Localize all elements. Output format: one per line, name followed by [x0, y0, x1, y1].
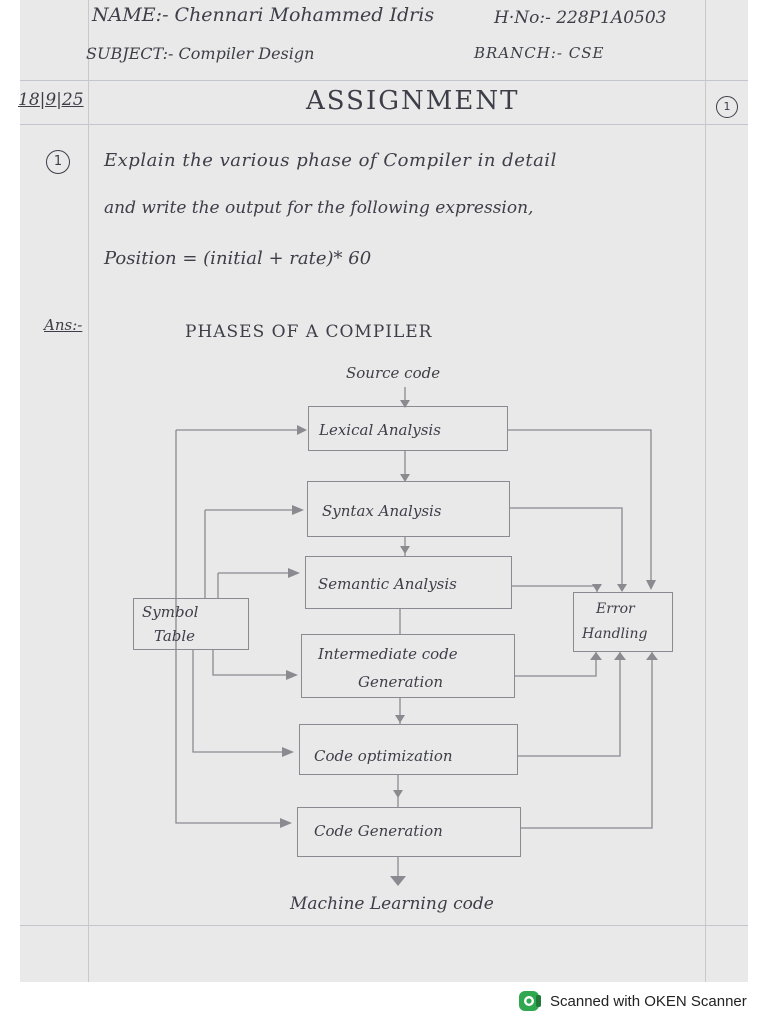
- question-line-1: Explain the various phase of Compiler in…: [104, 150, 557, 171]
- error-handling-label-1: Error: [596, 601, 635, 617]
- phase-box-generation: Code Generation: [297, 807, 521, 857]
- margin-line: [88, 0, 89, 982]
- phase-label-syntax: Syntax Analysis: [322, 502, 442, 520]
- phase-box-lexical: Lexical Analysis: [308, 406, 508, 451]
- scanner-label: Scanned with OKEN Scanner: [550, 992, 747, 1010]
- student-name: NAME:- Chennari Mohammed Idris: [92, 4, 435, 26]
- phase-box-intermediate: Intermediate code Generation: [301, 634, 515, 698]
- source-code-label: Source code: [346, 364, 441, 382]
- scanner-watermark: Scanned with OKEN Scanner: [518, 990, 747, 1012]
- phase-label-intermediate-1: Intermediate code: [318, 645, 458, 663]
- phase-label-optimization: Code optimization: [314, 747, 453, 765]
- hall-ticket-number: H·No:- 228P1A0503: [494, 8, 667, 28]
- error-handling-label-2: Handling: [582, 626, 648, 642]
- error-handling-box: Error Handling: [573, 592, 673, 652]
- subject: SUBJECT:- Compiler Design: [86, 44, 315, 63]
- diagram-title: PHASES OF A COMPILER: [185, 322, 433, 342]
- phase-label-generation: Code Generation: [314, 822, 443, 840]
- symbol-table-label-1: Symbol: [142, 603, 199, 621]
- phase-label-semantic: Semantic Analysis: [318, 575, 457, 593]
- symbol-table-box: Symbol Table: [133, 598, 249, 650]
- phase-label-lexical: Lexical Analysis: [319, 421, 441, 439]
- question-expression: Position = (initial + rate)* 60: [104, 248, 372, 269]
- margin-line: [705, 0, 706, 982]
- question-line-2: and write the output for the following e…: [104, 198, 534, 218]
- oken-scanner-logo-icon: [518, 990, 542, 1012]
- output-label: Machine Learning code: [290, 894, 494, 914]
- phase-box-optimization: Code optimization: [299, 724, 518, 775]
- ruled-line: [20, 925, 748, 926]
- phase-box-syntax: Syntax Analysis: [307, 481, 510, 537]
- phase-label-intermediate-2: Generation: [358, 673, 444, 691]
- page-number: 1: [716, 96, 738, 118]
- ruled-line: [20, 80, 748, 81]
- page-title: ASSIGNMENT: [306, 86, 520, 116]
- symbol-table-label-2: Table: [154, 627, 196, 645]
- answer-label: Ans:-: [44, 316, 83, 334]
- date: 18|9|25: [18, 90, 84, 110]
- notebook-page: [20, 0, 748, 982]
- question-number: 1: [46, 150, 70, 174]
- branch: BRANCH:- CSE: [474, 44, 605, 62]
- phase-box-semantic: Semantic Analysis: [305, 556, 512, 609]
- ruled-line: [20, 124, 748, 125]
